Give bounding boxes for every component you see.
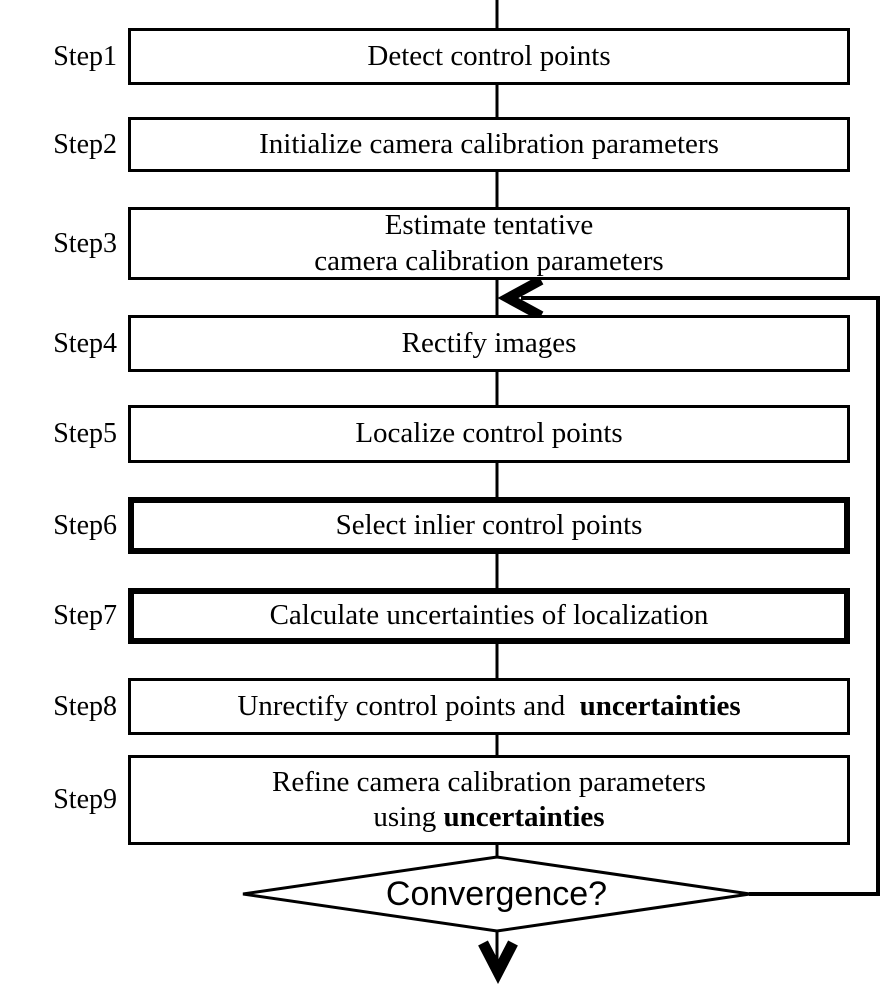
step7-box: Calculate uncertainties of localization [128, 588, 850, 644]
end-arrowhead-icon [478, 940, 518, 984]
step8-box: Unrectify control points and uncertainti… [128, 678, 850, 735]
step7-row: Step7 Calculate uncertainties of localiz… [0, 588, 886, 644]
step8-row: Step8 Unrectify control points and uncer… [0, 678, 886, 735]
feedback-loop-line [521, 296, 880, 896]
feedback-arrowhead-icon [497, 275, 544, 321]
step6-box: Select inlier control points [128, 497, 850, 554]
step1-box: Detect control points [128, 28, 850, 85]
step6-label: Step6 [53, 509, 117, 541]
decision-diamond [242, 855, 751, 933]
step2-label: Step2 [53, 128, 117, 160]
step5-box: Localize control points [128, 405, 850, 463]
step2-row: Step2 Initialize camera calibration para… [0, 117, 886, 172]
step6-row: Step6 Select inlier control points [0, 497, 886, 554]
step4-row: Step4 Rectify images [0, 315, 886, 372]
step1-row: Step1 Detect control points [0, 28, 886, 85]
convergence-decision-label: Convergence? [385, 874, 608, 913]
step4-box: Rectify images [128, 315, 850, 372]
step9-label: Step9 [53, 784, 117, 815]
step4-label: Step4 [53, 327, 117, 359]
step2-box: Initialize camera calibration parameters [128, 117, 850, 172]
step3-label: Step3 [53, 227, 117, 259]
step5-row: Step5 Localize control points [0, 405, 886, 463]
step9-row: Step9 Refine camera calibration paramete… [0, 755, 886, 845]
step5-label: Step5 [53, 418, 117, 449]
step7-label: Step7 [53, 600, 117, 631]
step1-label: Step1 [53, 40, 117, 72]
step8-label: Step8 [53, 690, 117, 722]
